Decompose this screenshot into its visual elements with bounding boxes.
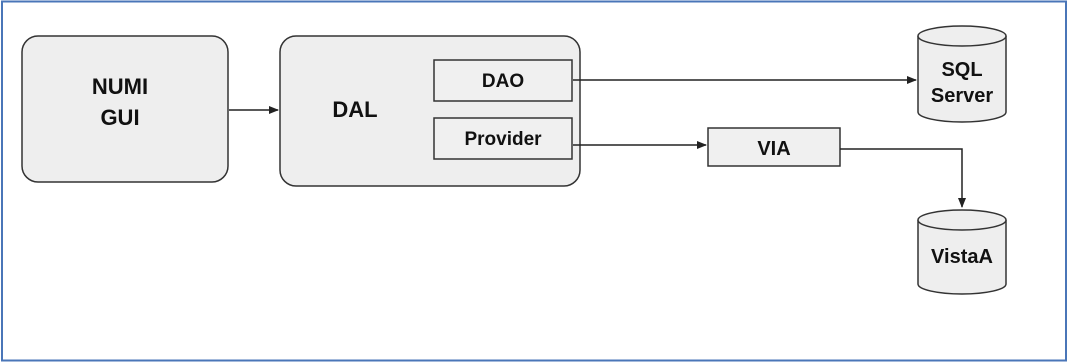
via-node: VIA xyxy=(707,127,841,167)
dal-node: DAL xyxy=(279,35,581,187)
vista-a-label: VistaA xyxy=(931,246,993,268)
provider-label: Provider xyxy=(464,129,542,150)
dao-node: DAO xyxy=(433,59,573,102)
sql-server-cylinder-top xyxy=(917,25,1007,47)
vista-a-database-icon: VistaA xyxy=(917,209,1007,295)
dal-box xyxy=(279,35,581,187)
numi-gui-node: NUMI GUI xyxy=(21,35,229,183)
sql-server-database-icon: SQL Server xyxy=(917,25,1007,123)
dao-label: DAO xyxy=(482,71,524,92)
numi-gui-box xyxy=(21,35,229,183)
dao-box xyxy=(433,59,573,102)
numi-gui-label-line2: GUI xyxy=(100,105,139,130)
via-box xyxy=(707,127,841,167)
edge-via-to-vista-a xyxy=(840,148,966,208)
vista-a-cylinder-body xyxy=(917,220,1007,295)
provider-node: Provider xyxy=(433,117,573,160)
sql-server-cylinder-body xyxy=(917,36,1007,123)
dal-label: DAL xyxy=(332,97,377,122)
via-label: VIA xyxy=(757,138,790,160)
sql-server-label-line1: SQL xyxy=(941,59,982,81)
numi-gui-label-line1: NUMI xyxy=(92,74,148,99)
provider-box xyxy=(433,117,573,160)
vista-a-cylinder-top xyxy=(917,209,1007,231)
sql-server-label-line2: Server xyxy=(931,85,993,107)
